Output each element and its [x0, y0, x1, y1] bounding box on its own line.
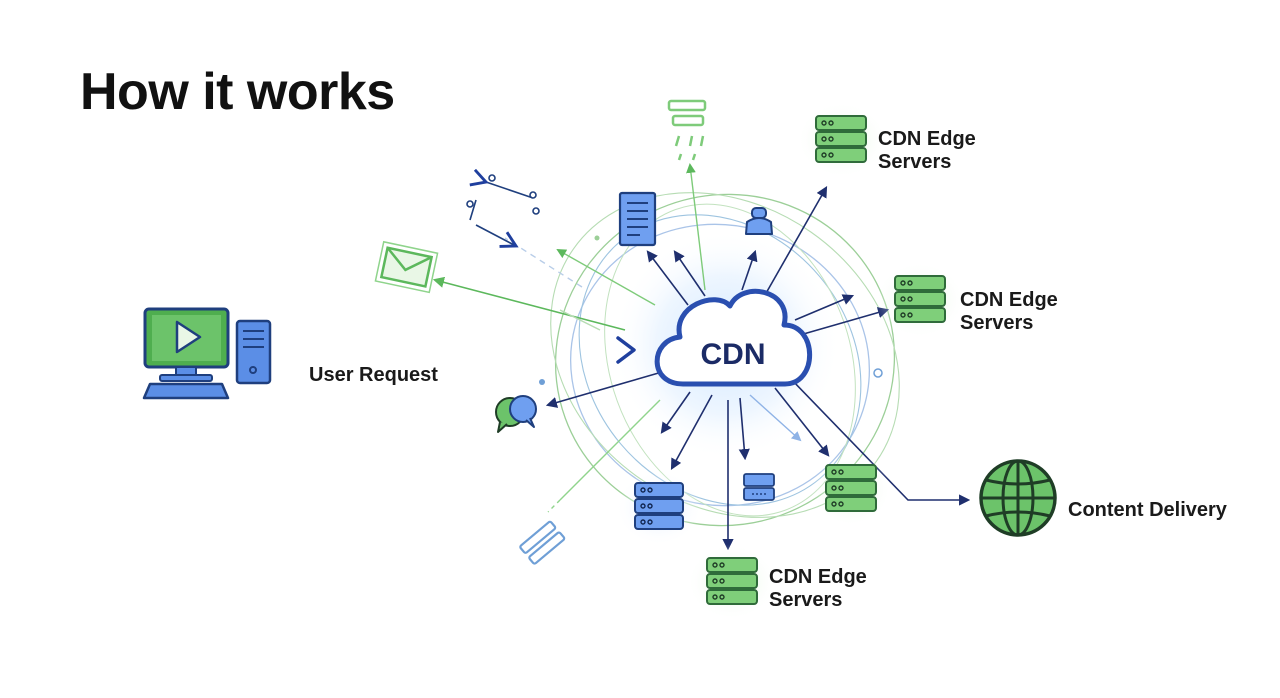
server-icon-mini	[743, 473, 775, 501]
cdn-outbound-arrows	[545, 186, 971, 551]
edge-server-top	[797, 102, 887, 178]
data-packet-bottom	[519, 520, 566, 565]
edge-label-bottom-line2: Servers	[769, 589, 843, 611]
data-packet-top	[667, 99, 707, 161]
edge-label-top: CDN Edge Servers	[878, 128, 976, 174]
chat-icon	[495, 395, 537, 433]
edge-label-right: CDN Edge Servers	[960, 289, 1058, 335]
edge-server-right	[875, 262, 965, 338]
edge-label-top-line1: CDN Edge	[878, 128, 976, 150]
cloud-icon: CDN	[654, 288, 813, 387]
content-delivery-label: Content Delivery	[1068, 499, 1227, 522]
computer-icon	[142, 307, 272, 400]
edge-label-bottom: CDN Edge Servers	[769, 566, 867, 612]
edge-server-bottom	[687, 544, 777, 620]
edge-label-right-line2: Servers	[960, 312, 1034, 334]
server-icon-green-small	[811, 454, 891, 526]
user-request-arrow	[292, 336, 636, 364]
user-request-label: User Request	[309, 364, 438, 387]
background-arrows	[432, 163, 802, 513]
edge-label-top-line2: Servers	[878, 151, 952, 173]
user-icon	[745, 207, 773, 235]
cdn-label: CDN	[701, 338, 766, 371]
document-icon	[618, 191, 657, 247]
edge-label-right-line1: CDN Edge	[960, 289, 1058, 311]
page-title: How it works	[80, 63, 395, 121]
globe-icon	[979, 459, 1057, 537]
mail-icon	[374, 240, 439, 294]
user-request-text: User Request	[309, 364, 438, 386]
content-delivery-text: Content Delivery	[1068, 499, 1227, 521]
edge-label-bottom-line1: CDN Edge	[769, 566, 867, 588]
cycle-arrows-icon	[466, 168, 540, 248]
server-icon-blue	[615, 470, 703, 546]
